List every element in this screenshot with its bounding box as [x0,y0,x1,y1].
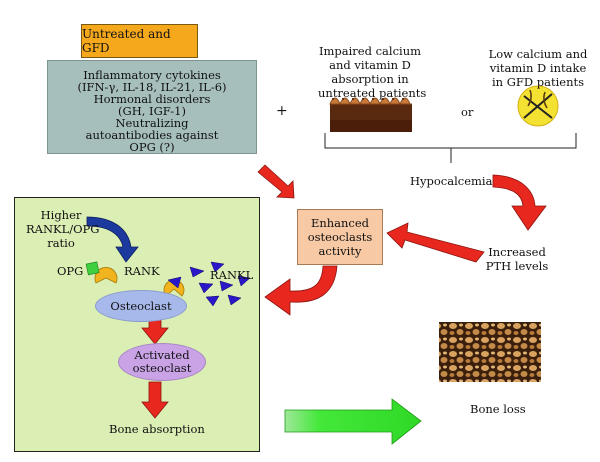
impaired-line: untreated patients [318,86,427,100]
osteoclasts-activity-box: Enhanced osteoclasts activity [297,209,383,265]
osteoclast-cell: Osteoclast [95,290,187,322]
arrow-pth-to-osteo [386,222,485,263]
or-label: or [461,105,474,119]
pth-line: PTH levels [485,259,549,273]
bone-loss-label: Bone loss [470,402,526,416]
osteo-activity-line: Enhanced [310,216,370,230]
ratio-text: Higher RANKL/OPG ratio [26,208,100,250]
impaired-line: Impaired calcium [318,44,422,58]
rankl-ligand-icons [167,261,251,307]
bone-absorption-label: Bone absorption [109,422,205,436]
low-intake-line: Low calcium and [488,47,588,61]
arrow-ratio-to-rank [86,216,139,263]
cytokines-line: (IFN-γ, IL-18, IL-21, IL-6) [77,80,227,94]
title-label: Untreated and GFD [82,27,171,55]
pth-levels-text: Increased PTH levels [482,245,552,273]
intestinal-villi-image [329,97,412,132]
rankl-label: RANKL [210,268,254,282]
cytokines-line: Hormonal disorders [93,92,211,106]
title-box: Untreated and GFD [81,24,198,58]
low-intake-line: in GFD patients [491,75,585,89]
arrow-osteo-to-panel [264,265,338,316]
plus-sign: + [276,103,288,119]
cytokines-line: autoantibodies against [85,128,219,142]
cytokines-line: Neutralizing [115,116,189,130]
osteoclast-label: Osteoclast [110,298,172,313]
ratio-line: ratio [47,236,75,250]
ratio-line: Higher [40,208,82,222]
impaired-line: absorption in [331,72,409,86]
rank-pathway-panel [14,197,260,452]
gluten-free-icon [517,85,559,127]
calcium-bracket [324,133,577,163]
porous-bone-image [439,322,541,382]
red-arrows [141,164,547,419]
opg-ligand-icon [85,261,100,276]
low-intake-text: Low calcium and vitamin D intake in GFD … [484,47,592,89]
osteo-activity-line: osteoclasts [307,230,373,244]
rank-label: RANK [124,264,160,278]
hypocalcemia-label: Hypocalcemia [410,174,493,188]
impaired-line: and vitamin D [329,58,411,72]
osteo-activity-line: activity [318,244,362,258]
cytokines-box: Inflammatory cytokines (IFN-γ, IL-18, IL… [47,60,257,154]
impaired-absorption-text: Impaired calcium and vitamin D absorptio… [318,44,427,100]
pth-line: Increased [488,245,546,259]
cytokines-line: (GH, IGF-1) [118,104,186,118]
opg-label: OPG [57,264,84,278]
activated-osteoclast-cell: Activated osteoclast [118,343,206,381]
cytokines-line: OPG (?) [129,140,175,154]
cytokines-line: Inflammatory cytokines [83,68,221,82]
arrow-green-bone-loss [284,398,422,445]
activated-line: osteoclast [132,361,192,375]
arrow-activated-to-bone-absorption [141,381,169,419]
low-intake-line: vitamin D intake [489,61,587,75]
activated-line: Activated [134,348,190,362]
arrow-cytokines-to-osteo [257,164,295,199]
arrow-hypocalcemia-to-pth [492,174,547,231]
ratio-line: RANKL/OPG [26,222,100,236]
